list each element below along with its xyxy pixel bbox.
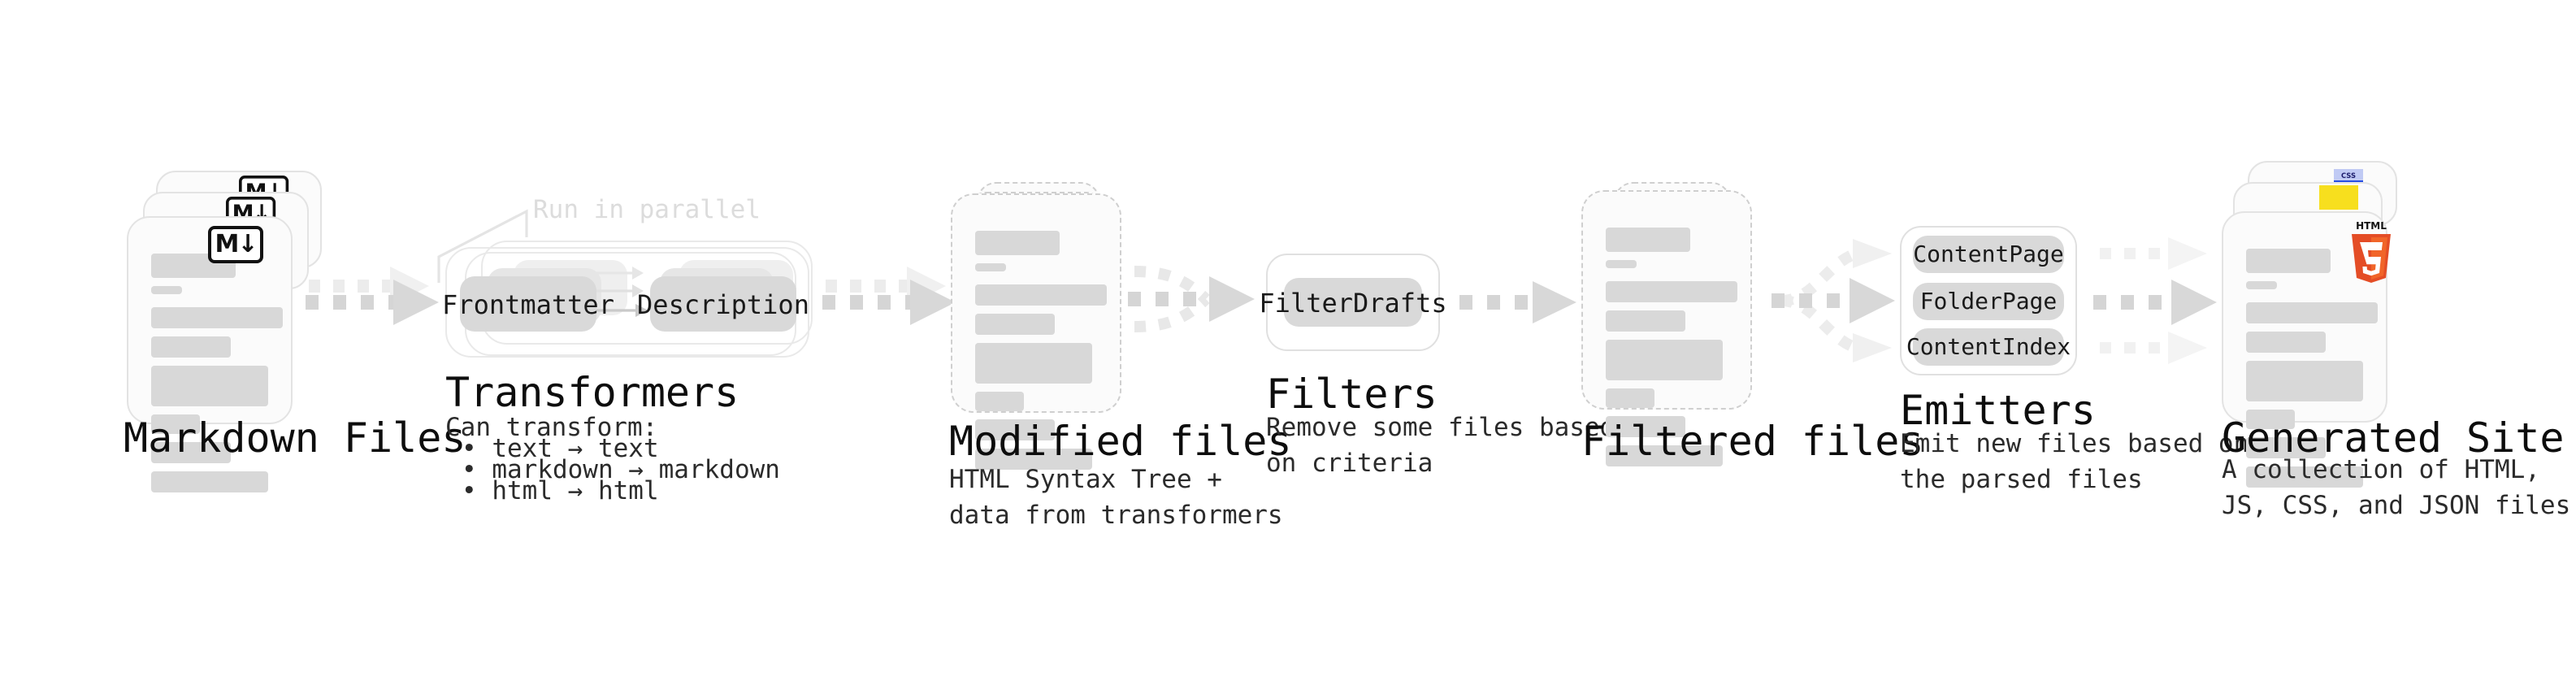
doc-line bbox=[1606, 445, 1723, 466]
doc-line bbox=[151, 471, 268, 492]
modified-card-front bbox=[951, 193, 1121, 470]
transformers-bullet-0: • text → text bbox=[462, 434, 659, 463]
doc-line bbox=[2246, 410, 2295, 429]
subcaption-filters: Remove some files based on criteria bbox=[1266, 413, 1615, 479]
doc-line bbox=[975, 284, 1107, 306]
doc-line bbox=[975, 392, 1024, 411]
doc-line bbox=[2246, 332, 2326, 353]
doc-line bbox=[2246, 361, 2363, 401]
emitter-chip-contentpage[interactable]: ContentPage bbox=[1913, 236, 2064, 273]
transformers-bullet-1: • markdown → markdown bbox=[462, 455, 780, 484]
caption-filters: Filters bbox=[1266, 371, 1438, 418]
site-card-front bbox=[2222, 211, 2387, 488]
doc-line bbox=[975, 231, 1060, 255]
svg-text:CSS: CSS bbox=[2341, 171, 2356, 180]
emitter-chip-contentindex[interactable]: ContentIndex bbox=[1906, 328, 2071, 366]
html5-icon: HTML bbox=[2352, 220, 2391, 283]
doc-line bbox=[151, 414, 200, 434]
doc-line bbox=[151, 286, 182, 294]
html5-icon-label: HTML bbox=[2356, 220, 2387, 232]
arrow-emitters-to-site bbox=[2093, 237, 2217, 364]
subcaption-generated-site: A collection of HTML, JS, CSS, and JSON … bbox=[2222, 455, 2571, 521]
run-in-parallel-leader bbox=[437, 209, 528, 283]
filter-chip-filterdrafts[interactable]: FilterDrafts bbox=[1259, 278, 1447, 327]
subcaption-emitters: Emit new files based on the parsed files bbox=[1900, 429, 2249, 495]
arrow-filtered-to-emitters bbox=[1772, 239, 1895, 362]
transformer-chip-description[interactable]: Description bbox=[637, 276, 809, 332]
doc-line bbox=[2246, 281, 2277, 289]
doc-line bbox=[1606, 281, 1737, 302]
caption-transformers: Transformers bbox=[445, 369, 739, 416]
emitter-chip-folderpage[interactable]: FolderPage bbox=[1913, 283, 2064, 320]
subcaption-transformers-title: Can transform: bbox=[445, 413, 658, 442]
doc-line bbox=[151, 336, 231, 358]
doc-line bbox=[1606, 388, 1654, 408]
doc-line bbox=[2246, 466, 2363, 488]
doc-line bbox=[1606, 228, 1690, 252]
doc-line bbox=[151, 366, 268, 406]
arrow-filters-to-filtered bbox=[1459, 281, 1576, 323]
transformer-layer-front bbox=[445, 247, 809, 358]
doc-line bbox=[2246, 437, 2326, 458]
doc-line bbox=[2246, 249, 2331, 273]
markdown-card-lines bbox=[151, 254, 283, 501]
doc-line bbox=[2246, 302, 2378, 323]
markdown-badge-icon: M↓ bbox=[208, 226, 263, 263]
caption-filtered-files: Filtered files bbox=[1581, 418, 1924, 465]
doc-line bbox=[1606, 310, 1685, 332]
caption-emitters: Emitters bbox=[1900, 387, 2096, 434]
caption-generated-site: Generated Site bbox=[2222, 414, 2565, 462]
arrow-modified-to-filters bbox=[1128, 266, 1255, 332]
doc-line bbox=[151, 442, 231, 463]
arrow-transformers-to-modified bbox=[822, 267, 956, 325]
doc-line bbox=[1606, 260, 1637, 268]
site-card-lines bbox=[2246, 249, 2378, 496]
subcaption-modified-files: HTML Syntax Tree + data from transformer… bbox=[949, 465, 1283, 531]
transformers-bullet-2: • html → html bbox=[462, 476, 659, 505]
modified-card-lines bbox=[975, 231, 1107, 478]
arrow-markdown-to-transformers bbox=[306, 267, 439, 325]
doc-line bbox=[975, 449, 1092, 470]
run-in-parallel-label: Run in parallel bbox=[533, 195, 761, 224]
transformer-chip-frontmatter[interactable]: Frontmatter bbox=[442, 276, 614, 332]
doc-line bbox=[975, 343, 1092, 384]
filtered-card-front bbox=[1581, 190, 1752, 466]
filtered-card-lines bbox=[1606, 228, 1737, 475]
caption-markdown-files: Markdown Files bbox=[124, 414, 466, 462]
caption-modified-files: Modified files bbox=[949, 418, 1292, 465]
doc-line bbox=[975, 314, 1055, 335]
doc-line bbox=[975, 419, 1055, 440]
doc-line bbox=[151, 307, 283, 328]
doc-line bbox=[1606, 416, 1685, 437]
js-icon bbox=[2319, 185, 2358, 210]
doc-line bbox=[1606, 340, 1723, 380]
doc-line bbox=[975, 263, 1006, 271]
